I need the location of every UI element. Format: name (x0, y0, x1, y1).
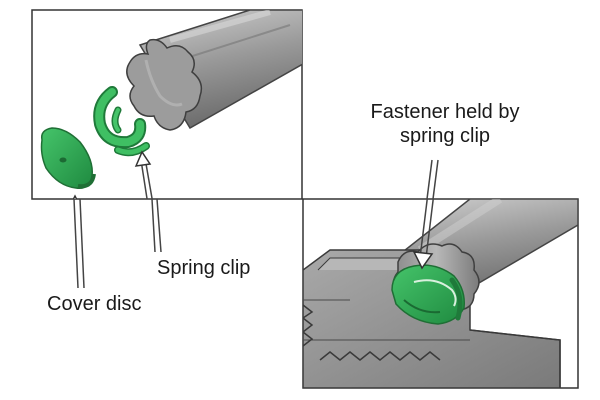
fastener-label: Fastener held by spring clip (345, 100, 545, 148)
cover-disc-part (40, 127, 96, 189)
fastener-label-line2: spring clip (399, 125, 491, 147)
fastener-with-spring-clip (391, 264, 466, 325)
exploded-view-panel (31, 9, 303, 289)
cover-disc-label: Cover disc (47, 293, 142, 315)
spring-clip-arrow (134, 150, 153, 199)
torx-bit-shaft (126, 10, 302, 131)
assembled-view-panel (302, 159, 579, 389)
spring-clip-label: Spring clip (157, 257, 251, 279)
spring-clip-part (93, 86, 150, 157)
cover-disc-arrow (72, 194, 78, 199)
fastener-arrow (412, 199, 434, 270)
fastener-label-line1: Fastener held by (370, 101, 520, 123)
